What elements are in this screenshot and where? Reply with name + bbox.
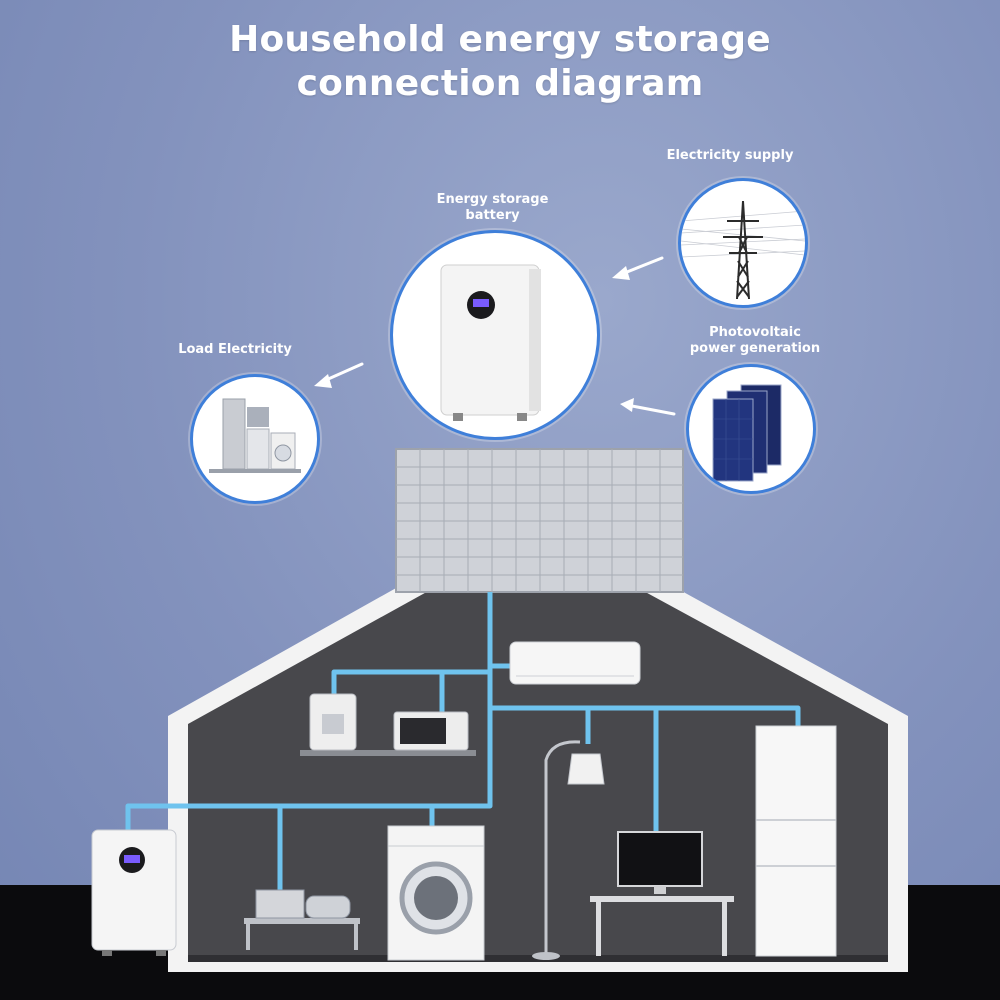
page-title: Household energy storage connection diag… bbox=[0, 18, 1000, 106]
label-photovoltaic: Photovoltaic power generation bbox=[680, 325, 830, 357]
wiring bbox=[125, 592, 801, 890]
photovoltaic-circle bbox=[686, 364, 816, 494]
roof-solar-panel bbox=[395, 448, 684, 593]
load-electricity-circle bbox=[190, 374, 320, 504]
shelf bbox=[300, 750, 476, 756]
electricity-supply-circle bbox=[678, 178, 808, 308]
title-line-1: Household energy storage bbox=[229, 19, 771, 60]
label-pv-line-2: power generation bbox=[689, 341, 821, 356]
floor-lamp-icon bbox=[532, 740, 605, 960]
label-battery-line-1: Energy storage bbox=[436, 192, 549, 207]
arrow-supply-to-battery bbox=[612, 256, 664, 280]
battery-circle bbox=[390, 230, 600, 440]
label-pv-line-1: Photovoltaic bbox=[709, 325, 801, 340]
air-conditioner-icon bbox=[509, 641, 641, 685]
label-energy-storage-battery: Energy storage battery bbox=[420, 192, 565, 224]
arrow-battery-to-load bbox=[314, 362, 364, 388]
label-battery-line-2: battery bbox=[465, 208, 520, 223]
washing-machine-icon bbox=[387, 825, 485, 961]
home-battery-unit-icon bbox=[91, 829, 177, 956]
appliances-icon bbox=[209, 398, 301, 473]
label-load-electricity: Load Electricity bbox=[178, 342, 292, 357]
solar-panel-icon bbox=[712, 384, 782, 482]
arrow-pv-to-battery bbox=[620, 398, 676, 416]
title-line-2: connection diagram bbox=[296, 63, 704, 104]
pylon-icon bbox=[681, 200, 805, 300]
computer-desk-icon bbox=[590, 831, 734, 956]
house-wall bbox=[188, 532, 888, 962]
battery-icon bbox=[440, 264, 541, 421]
coffee-machine-icon bbox=[309, 693, 357, 751]
water-pump-icon bbox=[244, 889, 360, 950]
label-electricity-supply: Electricity supply bbox=[666, 148, 794, 163]
refrigerator-icon bbox=[755, 725, 837, 957]
microwave-icon bbox=[393, 711, 469, 751]
